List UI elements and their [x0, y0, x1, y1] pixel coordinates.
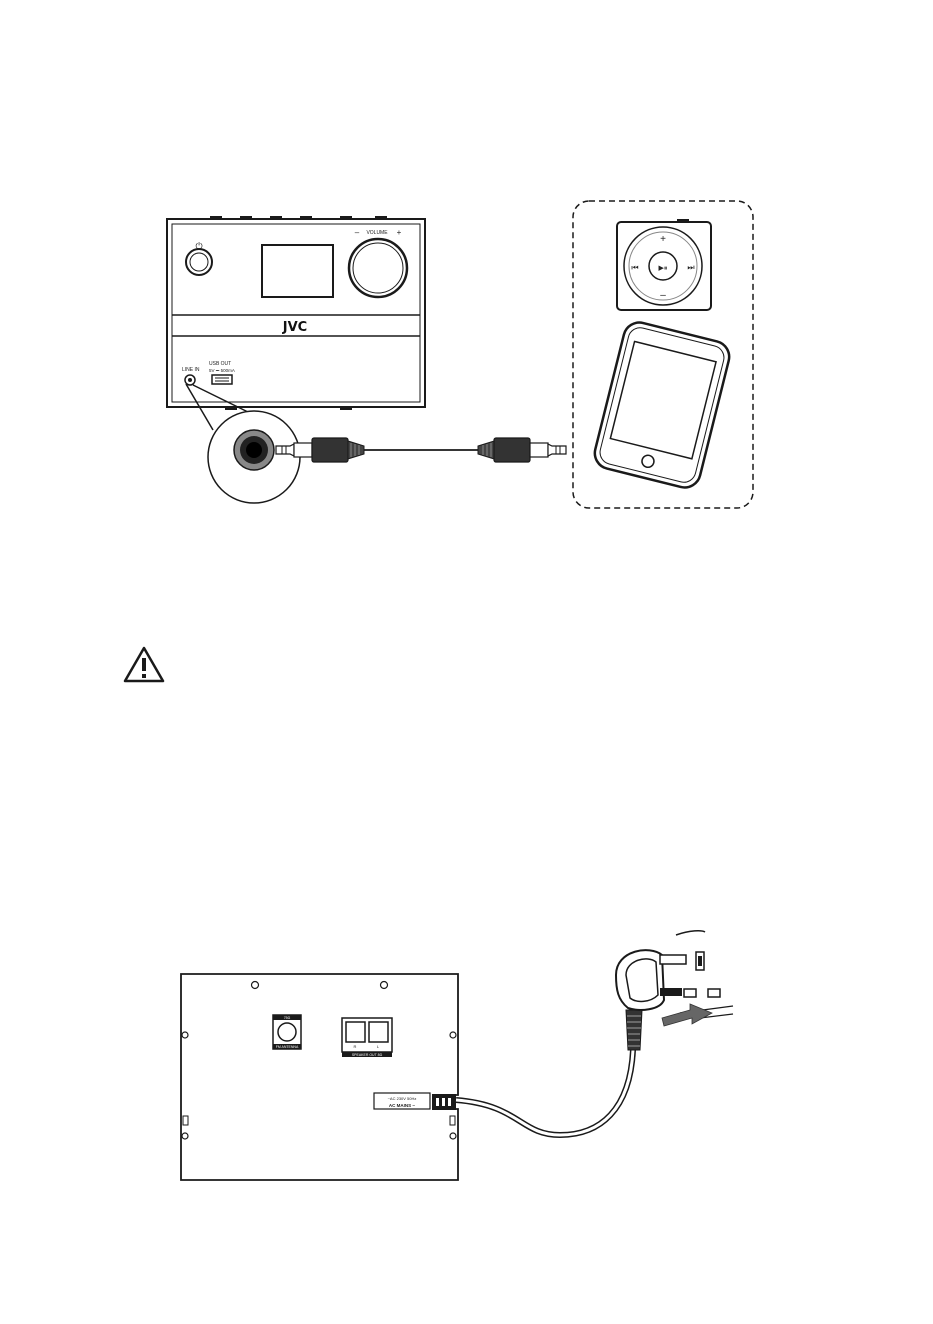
usb-port: [212, 375, 232, 384]
external-devices: + – ⏮ ⏭ ▶⏸: [573, 201, 753, 508]
speaker-label: SPEAKER OUT 8Ω: [352, 1053, 383, 1057]
svg-text:~AC 230V 50Hz: ~AC 230V 50Hz: [388, 1096, 417, 1101]
volume-plus: +: [397, 228, 402, 237]
display-window: [262, 245, 333, 297]
brand-logo: JVC: [282, 320, 307, 335]
line-in-label: LINE IN: [182, 367, 200, 373]
player-minus: –: [660, 290, 666, 301]
antenna-label: FM ANTENNA: [276, 1045, 299, 1049]
rear-panel: 75Ω FM ANTENNA R L SPEAKER OUT 8Ω ~AC 23…: [181, 974, 458, 1180]
power-cord: [456, 1050, 633, 1135]
warning-triangle-icon: [125, 648, 163, 681]
fm-antenna-jack: 75Ω FM ANTENNA: [273, 1015, 301, 1049]
next-track-icon: ⏭: [687, 263, 694, 272]
touch-player: [591, 319, 732, 491]
speaker-terminals: R L SPEAKER OUT 8Ω: [342, 1018, 392, 1057]
ac-mains-label: ~AC 230V 50Hz AC MAINS ~: [374, 1093, 430, 1109]
usb-label: USB OUT: [209, 361, 231, 367]
usb-rating: 5V ⎓ 500mA: [209, 368, 235, 373]
mains-plug: [616, 931, 733, 1050]
volume-minus: –: [355, 228, 360, 237]
power-icon: ⏻: [195, 241, 202, 251]
speaker-r: R: [354, 1044, 357, 1049]
player-plus: +: [660, 234, 666, 245]
audio-cable: [276, 438, 566, 462]
svg-text:AC MAINS ~: AC MAINS ~: [389, 1103, 415, 1108]
volume-label: VOLUME: [366, 230, 388, 236]
play-pause-icon: ▶⏸: [659, 265, 668, 272]
antenna-impedance: 75Ω: [284, 1016, 291, 1020]
mp3-player: + – ⏮ ⏭ ▶⏸: [617, 219, 711, 310]
micro-system-unit: ⏻ VOLUME – + JVC LINE IN USB OUT 5V ⎓ 50…: [167, 216, 425, 410]
ac-inlet: [432, 1094, 456, 1110]
previous-track-icon: ⏮: [631, 263, 638, 272]
